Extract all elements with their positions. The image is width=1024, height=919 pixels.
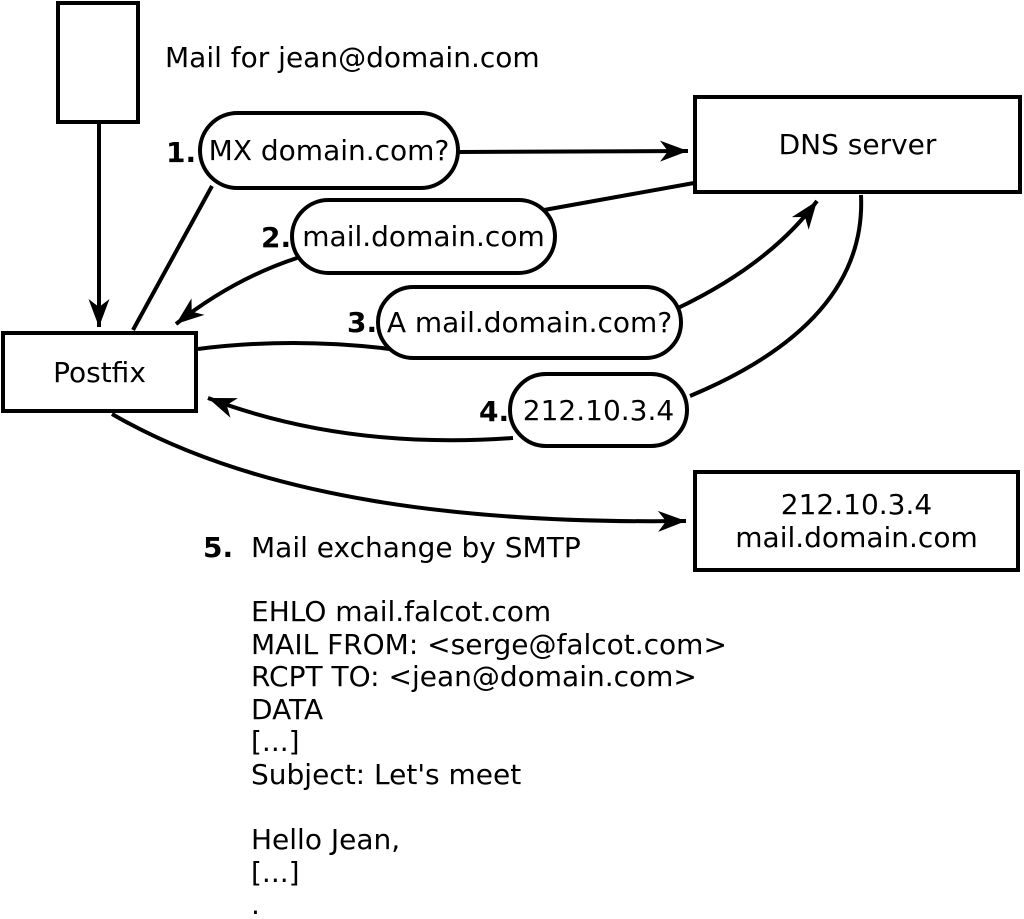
- edge-postfix-to-query1: [131, 185, 214, 331]
- diagram-title: Mail for jean@domain.com: [165, 41, 540, 74]
- mail-server-box: 212.10.3.4 mail.domain.com: [693, 470, 1020, 572]
- arrow-answer4-to-postfix: [207, 396, 514, 443]
- smtp-exchange-label: Mail exchange by SMTP: [251, 531, 581, 564]
- step-number-4: 4.: [479, 395, 510, 428]
- arrow-query1-to-dns: [458, 140, 689, 162]
- message-bubble-mx-answer: mail.domain.com: [290, 198, 557, 275]
- message-bubble-a-answer: 212.10.3.4: [508, 372, 689, 448]
- message-bubble-mx-query: MX domain.com?: [198, 111, 460, 190]
- dns-server-label: DNS server: [778, 128, 937, 161]
- edge-postfix-to-query3: [197, 340, 406, 353]
- a-query-label: A mail.domain.com?: [386, 306, 673, 339]
- step-number-1: 1.: [166, 136, 197, 169]
- mx-answer-label: mail.domain.com: [302, 220, 545, 253]
- sender-host-box: [56, 1, 140, 124]
- arrow-postfix-to-mailserver-smtp: [110, 412, 687, 532]
- message-bubble-a-query: A mail.domain.com?: [376, 285, 683, 360]
- step-number-3: 3.: [347, 306, 378, 339]
- edge-dns-to-answer2: [532, 181, 695, 214]
- step-number-5: 5.: [203, 531, 234, 564]
- edge-dns-to-answer4: [689, 194, 864, 398]
- mx-query-label: MX domain.com?: [208, 134, 450, 167]
- arrow-answer2-to-postfix: [174, 256, 298, 326]
- postfix-label: Postfix: [53, 355, 146, 389]
- smtp-session-transcript: EHLO mail.falcot.com MAIL FROM: <serge@f…: [251, 595, 727, 919]
- step-number-2: 2.: [261, 221, 292, 254]
- a-answer-label: 212.10.3.4: [522, 393, 675, 427]
- mail-server-ip: 212.10.3.4: [780, 488, 933, 521]
- postfix-box: Postfix: [1, 331, 198, 413]
- arrow-query3-to-dns: [677, 199, 819, 310]
- mail-server-hostname: mail.domain.com: [735, 521, 978, 554]
- dns-server-box: DNS server: [693, 95, 1022, 194]
